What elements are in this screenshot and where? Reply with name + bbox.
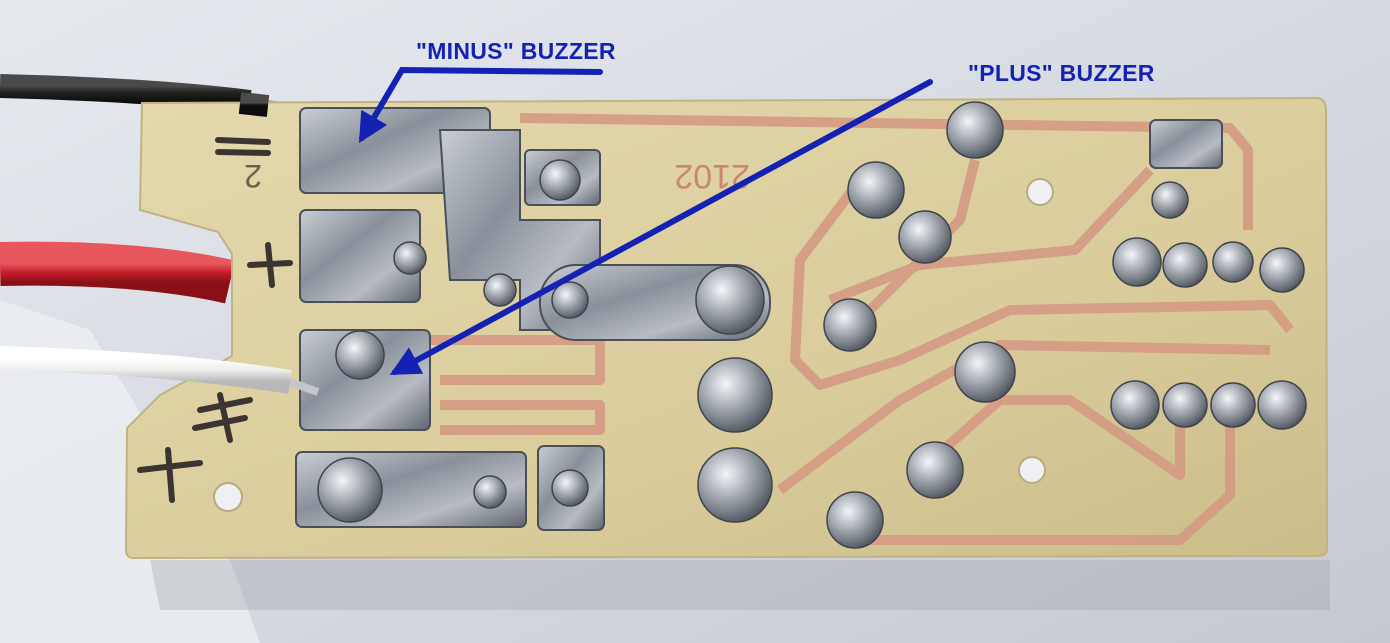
- board-side-numeral: 2: [244, 158, 262, 194]
- annotation-arrows: [358, 66, 933, 375]
- solder-joints: [317, 101, 1307, 549]
- copper-traces: [420, 113, 1294, 545]
- minus-buzzer-label: "MINUS" BUZZER: [416, 38, 616, 64]
- wire-red: [0, 241, 235, 304]
- plus-buzzer-label: "PLUS" BUZZER: [968, 60, 1155, 86]
- board-silk-code: 2102: [674, 157, 750, 195]
- mounting-holes: [213, 178, 1054, 512]
- board-shadow: [150, 560, 1330, 610]
- wire-black-end: [238, 92, 270, 117]
- marker-markings: [137, 137, 293, 503]
- wire-white: [0, 346, 320, 396]
